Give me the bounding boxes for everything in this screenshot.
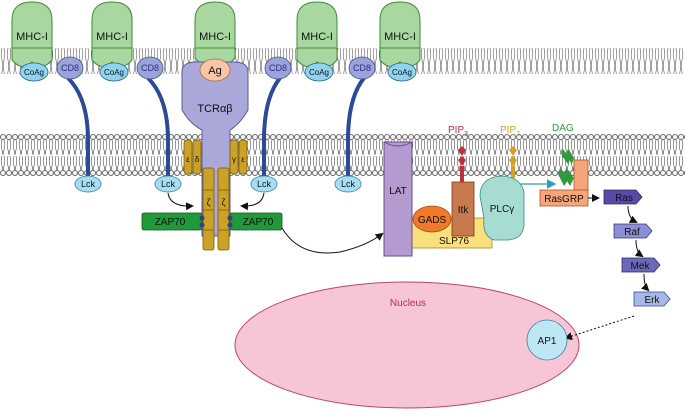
zap70-to-lat-arrow (281, 227, 384, 254)
cd8-4: CD8 (346, 56, 376, 176)
tcr-label: TCRαβ (197, 103, 232, 115)
ap1: AP1 (526, 319, 568, 361)
cd3-epsilon-left (183, 139, 193, 175)
erk: Erk (633, 291, 671, 307)
rasgrp-label: RasGRP (544, 194, 584, 205)
mhc-i-1: MHC-I CoAg (11, 1, 53, 82)
zeta-chain-right (217, 167, 230, 251)
nucleus: Nucleus (234, 281, 580, 409)
mhc-i-5: MHC-I CoAg (379, 1, 421, 82)
cd8-label: CD8 (141, 63, 159, 73)
erk-label: Erk (645, 295, 661, 306)
cd8-2: CD8 (136, 56, 170, 176)
coag-label: CoAg (24, 68, 44, 77)
cd8-3: CD8 (262, 56, 292, 176)
ras-to-raf-arrow (627, 205, 638, 223)
mhc-i-4: MHC-I CoAg (296, 1, 338, 82)
delta-label: δ (195, 155, 200, 164)
nucleus-label: Nucleus (390, 298, 426, 309)
tcr-body (181, 61, 249, 237)
coag-molecule (304, 62, 334, 82)
zeta-label: ζ (222, 197, 226, 207)
coag-molecule (387, 62, 417, 82)
cd3-gamma (229, 139, 239, 175)
pip2-lipid: PIP2 (500, 125, 520, 178)
lck-3: Lck (250, 175, 278, 193)
lck-label: Lck (341, 179, 356, 189)
lck-to-zeta-arrow-left (167, 192, 194, 211)
mhc-label: MHC-I (96, 31, 128, 43)
tcr-complex: Ag TCRαβ ε δ γ ε ζ ζ (181, 58, 249, 251)
dag-label: DAG (552, 123, 574, 134)
cd8-1: CD8 (56, 56, 90, 176)
erk-to-ap1-arrow (564, 315, 635, 340)
mhc-label: MHC-I (301, 31, 333, 43)
itk-label: Itk (458, 205, 470, 216)
antigen (199, 58, 231, 82)
mhc-label: MHC-I (16, 31, 48, 43)
zeta-label: ζ (207, 197, 211, 207)
ras-label: Ras (615, 193, 633, 204)
cd8-label: CD8 (269, 63, 287, 73)
epsilon-label: ε (186, 155, 190, 164)
cd8-label: CD8 (353, 63, 371, 73)
cd3-epsilon-right (238, 139, 248, 175)
mhc-label: MHC-I (199, 31, 231, 43)
cd8-label: CD8 (61, 63, 79, 73)
ras: Ras (603, 189, 643, 205)
zap70-label: ZAP70 (155, 217, 186, 228)
cd3-delta (192, 139, 202, 175)
zeta-chain-left (202, 167, 215, 251)
mhc-label: MHC-I (384, 31, 416, 43)
antigen-label: Ag (208, 65, 221, 77)
epsilon-label: ε (241, 155, 245, 164)
mek-label: Mek (631, 261, 651, 272)
coag-molecule (99, 62, 129, 82)
mek: Mek (621, 257, 661, 273)
coag-label: CoAg (309, 68, 329, 77)
ap1-label: AP1 (538, 336, 557, 347)
lck-label: Lck (257, 179, 272, 189)
itk: Itk (451, 181, 475, 237)
gads-label: GADS (418, 215, 447, 226)
mhc-i-2: MHC-I CoAg (91, 1, 133, 82)
coag-label: CoAg (392, 68, 412, 77)
raf-label: Raf (624, 227, 640, 238)
lck-1: Lck (74, 175, 102, 193)
gads: GADS (412, 205, 452, 233)
mek-to-erk-arrow (640, 273, 650, 292)
zap70-label: ZAP70 (243, 217, 274, 228)
slp76-label: SLP76 (439, 236, 469, 247)
lck-label: Lck (81, 179, 96, 189)
coag-molecule (19, 62, 49, 82)
zap70-left: ZAP70 (141, 212, 205, 231)
lck-2: Lck (154, 175, 182, 193)
lck-to-zeta-arrow-right (240, 192, 265, 211)
plc-gamma: PLCγ (479, 175, 525, 241)
lck-4: Lck (334, 175, 362, 193)
raf-to-mek-arrow (634, 239, 644, 258)
dag-lipid: DAG (552, 123, 574, 186)
lck-label: Lck (161, 179, 176, 189)
rasgrp: RasGRP (539, 159, 589, 207)
pip3-lipid: PIP3 (448, 125, 468, 182)
gamma-label: γ (232, 155, 236, 164)
lat: LAT (383, 141, 413, 257)
pip2-label: PIP2 (500, 125, 520, 138)
raf: Raf (613, 223, 653, 239)
mhc-i-center: MHC-I (194, 1, 236, 65)
lat-label: LAT (389, 186, 407, 197)
zap70-right: ZAP70 (227, 212, 283, 231)
plc-gamma-label: PLCγ (490, 204, 514, 215)
pip3-label: PIP3 (448, 125, 468, 138)
coag-label: CoAg (104, 68, 124, 77)
